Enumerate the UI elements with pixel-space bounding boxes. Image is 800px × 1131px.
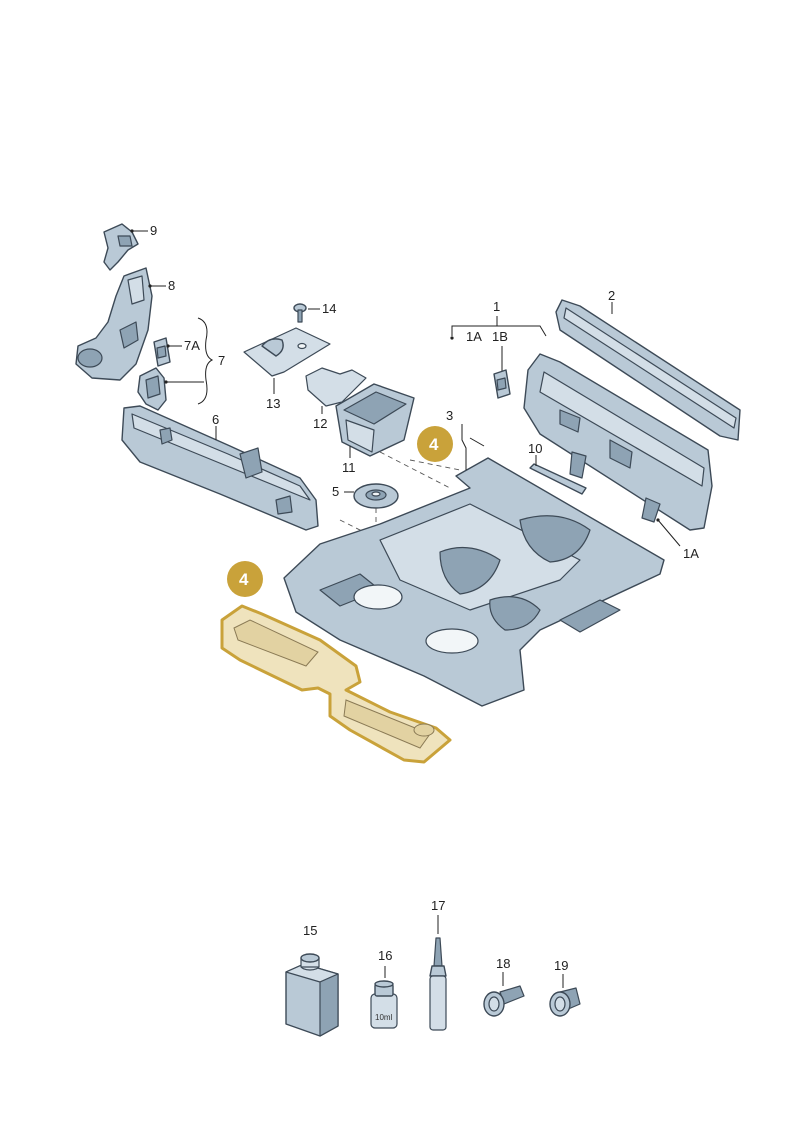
part-9-bracket[interactable]: [103, 223, 139, 271]
callout-1A-right: 1A: [683, 546, 699, 561]
callout-1B: 1B: [492, 329, 508, 344]
part-6-cross-member[interactable]: [121, 405, 319, 531]
svg-text:4: 4: [239, 570, 249, 589]
part-8-side-member[interactable]: [75, 267, 153, 381]
callout-1A-top: 1A: [466, 329, 482, 344]
part-16-bottle[interactable]: [370, 980, 398, 1029]
callout-16: 16: [378, 948, 392, 963]
leader-3: [461, 424, 467, 470]
leader-1-left: [451, 316, 498, 336]
leader-1-right: [497, 325, 547, 337]
highlight-badge-lower[interactable]: 4: [227, 561, 263, 597]
callout-1: 1: [493, 299, 500, 314]
callout-7: 7: [218, 353, 225, 368]
callout-11: 11: [342, 460, 356, 475]
part-5-grommet[interactable]: [353, 483, 399, 509]
callout-5: 5: [332, 484, 339, 499]
callout-7A: 7A: [184, 338, 200, 353]
part-7A-clip[interactable]: [153, 337, 171, 367]
highlight-badge-upper[interactable]: 4: [417, 426, 453, 462]
callout-3: 3: [446, 408, 453, 423]
part-13-cover-plate[interactable]: [243, 327, 331, 377]
floor-hole-1: [353, 584, 403, 610]
part-12-mat[interactable]: [305, 367, 367, 407]
callout-2: 2: [608, 288, 615, 303]
part-4-highlighted-panel[interactable]: [220, 604, 452, 764]
callout-10: 10: [528, 441, 542, 456]
part-14-screw[interactable]: [293, 303, 307, 323]
part-19-plug[interactable]: [549, 987, 581, 1017]
callout-9: 9: [150, 223, 157, 238]
leader-1A-right: [657, 519, 681, 547]
part-1-rear-panel[interactable]: [523, 353, 713, 531]
part-1B-clip[interactable]: [493, 369, 511, 399]
callout-6: 6: [212, 412, 219, 427]
callout-8: 8: [168, 278, 175, 293]
part-15-container[interactable]: [285, 953, 339, 1037]
bottle-label: 10ml: [375, 1013, 393, 1022]
svg-text:4: 4: [429, 435, 439, 454]
callout-14: 14: [322, 301, 336, 316]
part-17-tube[interactable]: [429, 937, 447, 1031]
assembly-line-3: [379, 451, 451, 489]
floor-hole-2: [425, 628, 479, 654]
part-10-strip[interactable]: [529, 463, 587, 495]
part-11-storage-tray[interactable]: [335, 383, 415, 457]
brace-7: [197, 317, 214, 405]
part-7-bracket[interactable]: [137, 367, 167, 411]
leader-3-side: [469, 437, 485, 447]
part-2-upper-reinforcement[interactable]: [555, 299, 741, 441]
part-18-screw[interactable]: [483, 985, 525, 1017]
callout-13: 13: [266, 396, 280, 411]
callout-15: 15: [303, 923, 317, 938]
callout-17: 17: [431, 898, 445, 913]
callout-18: 18: [496, 956, 510, 971]
part-3-floor-pan[interactable]: [283, 457, 665, 707]
callout-12: 12: [313, 416, 327, 431]
callout-19: 19: [554, 958, 568, 973]
